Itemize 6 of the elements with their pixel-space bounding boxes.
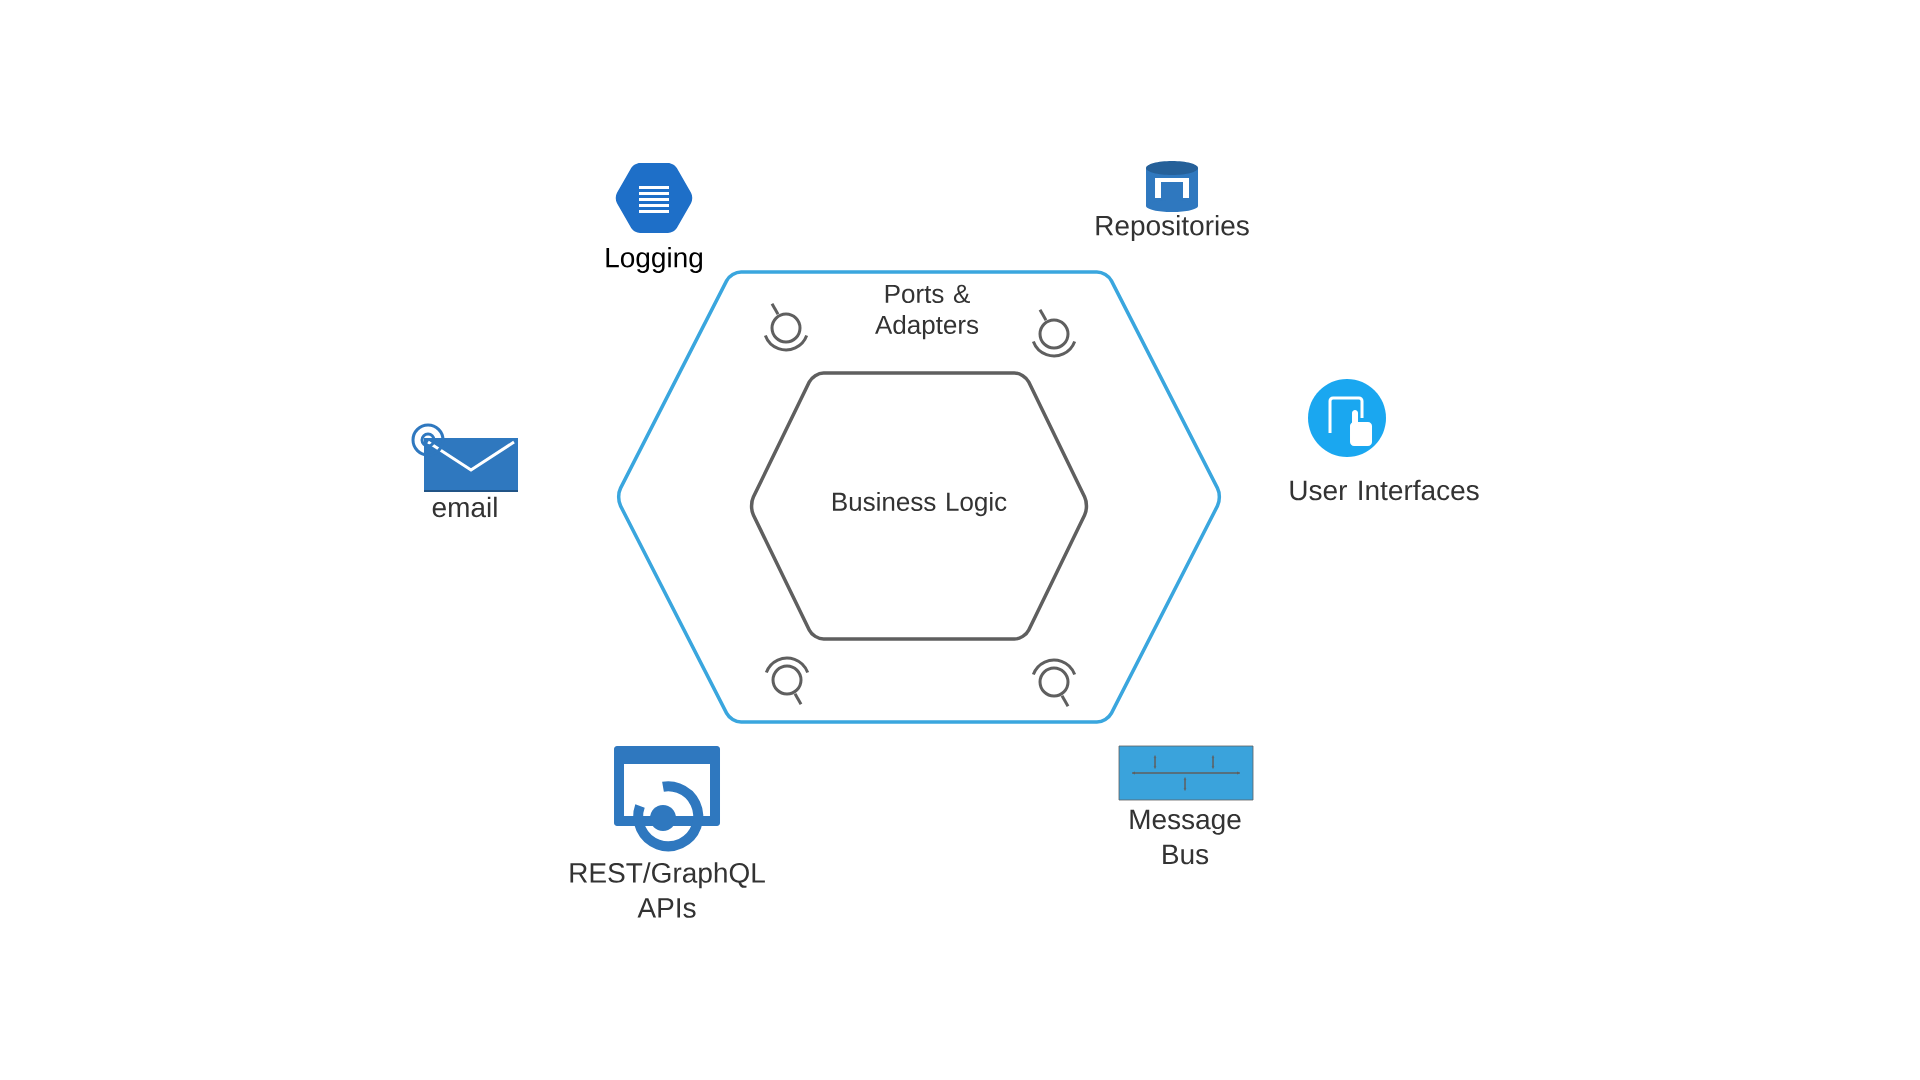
icon-label: Message Bus — [1130, 809, 1241, 865]
icon-label: REST/GraphQL APIs — [570, 862, 765, 918]
icon-label: User Interfaces — [1290, 479, 1479, 501]
hexagon-core: Business Logic — [749, 371, 1089, 641]
icon-label: Repositories — [1096, 214, 1249, 242]
icon-label: email — [432, 496, 497, 518]
